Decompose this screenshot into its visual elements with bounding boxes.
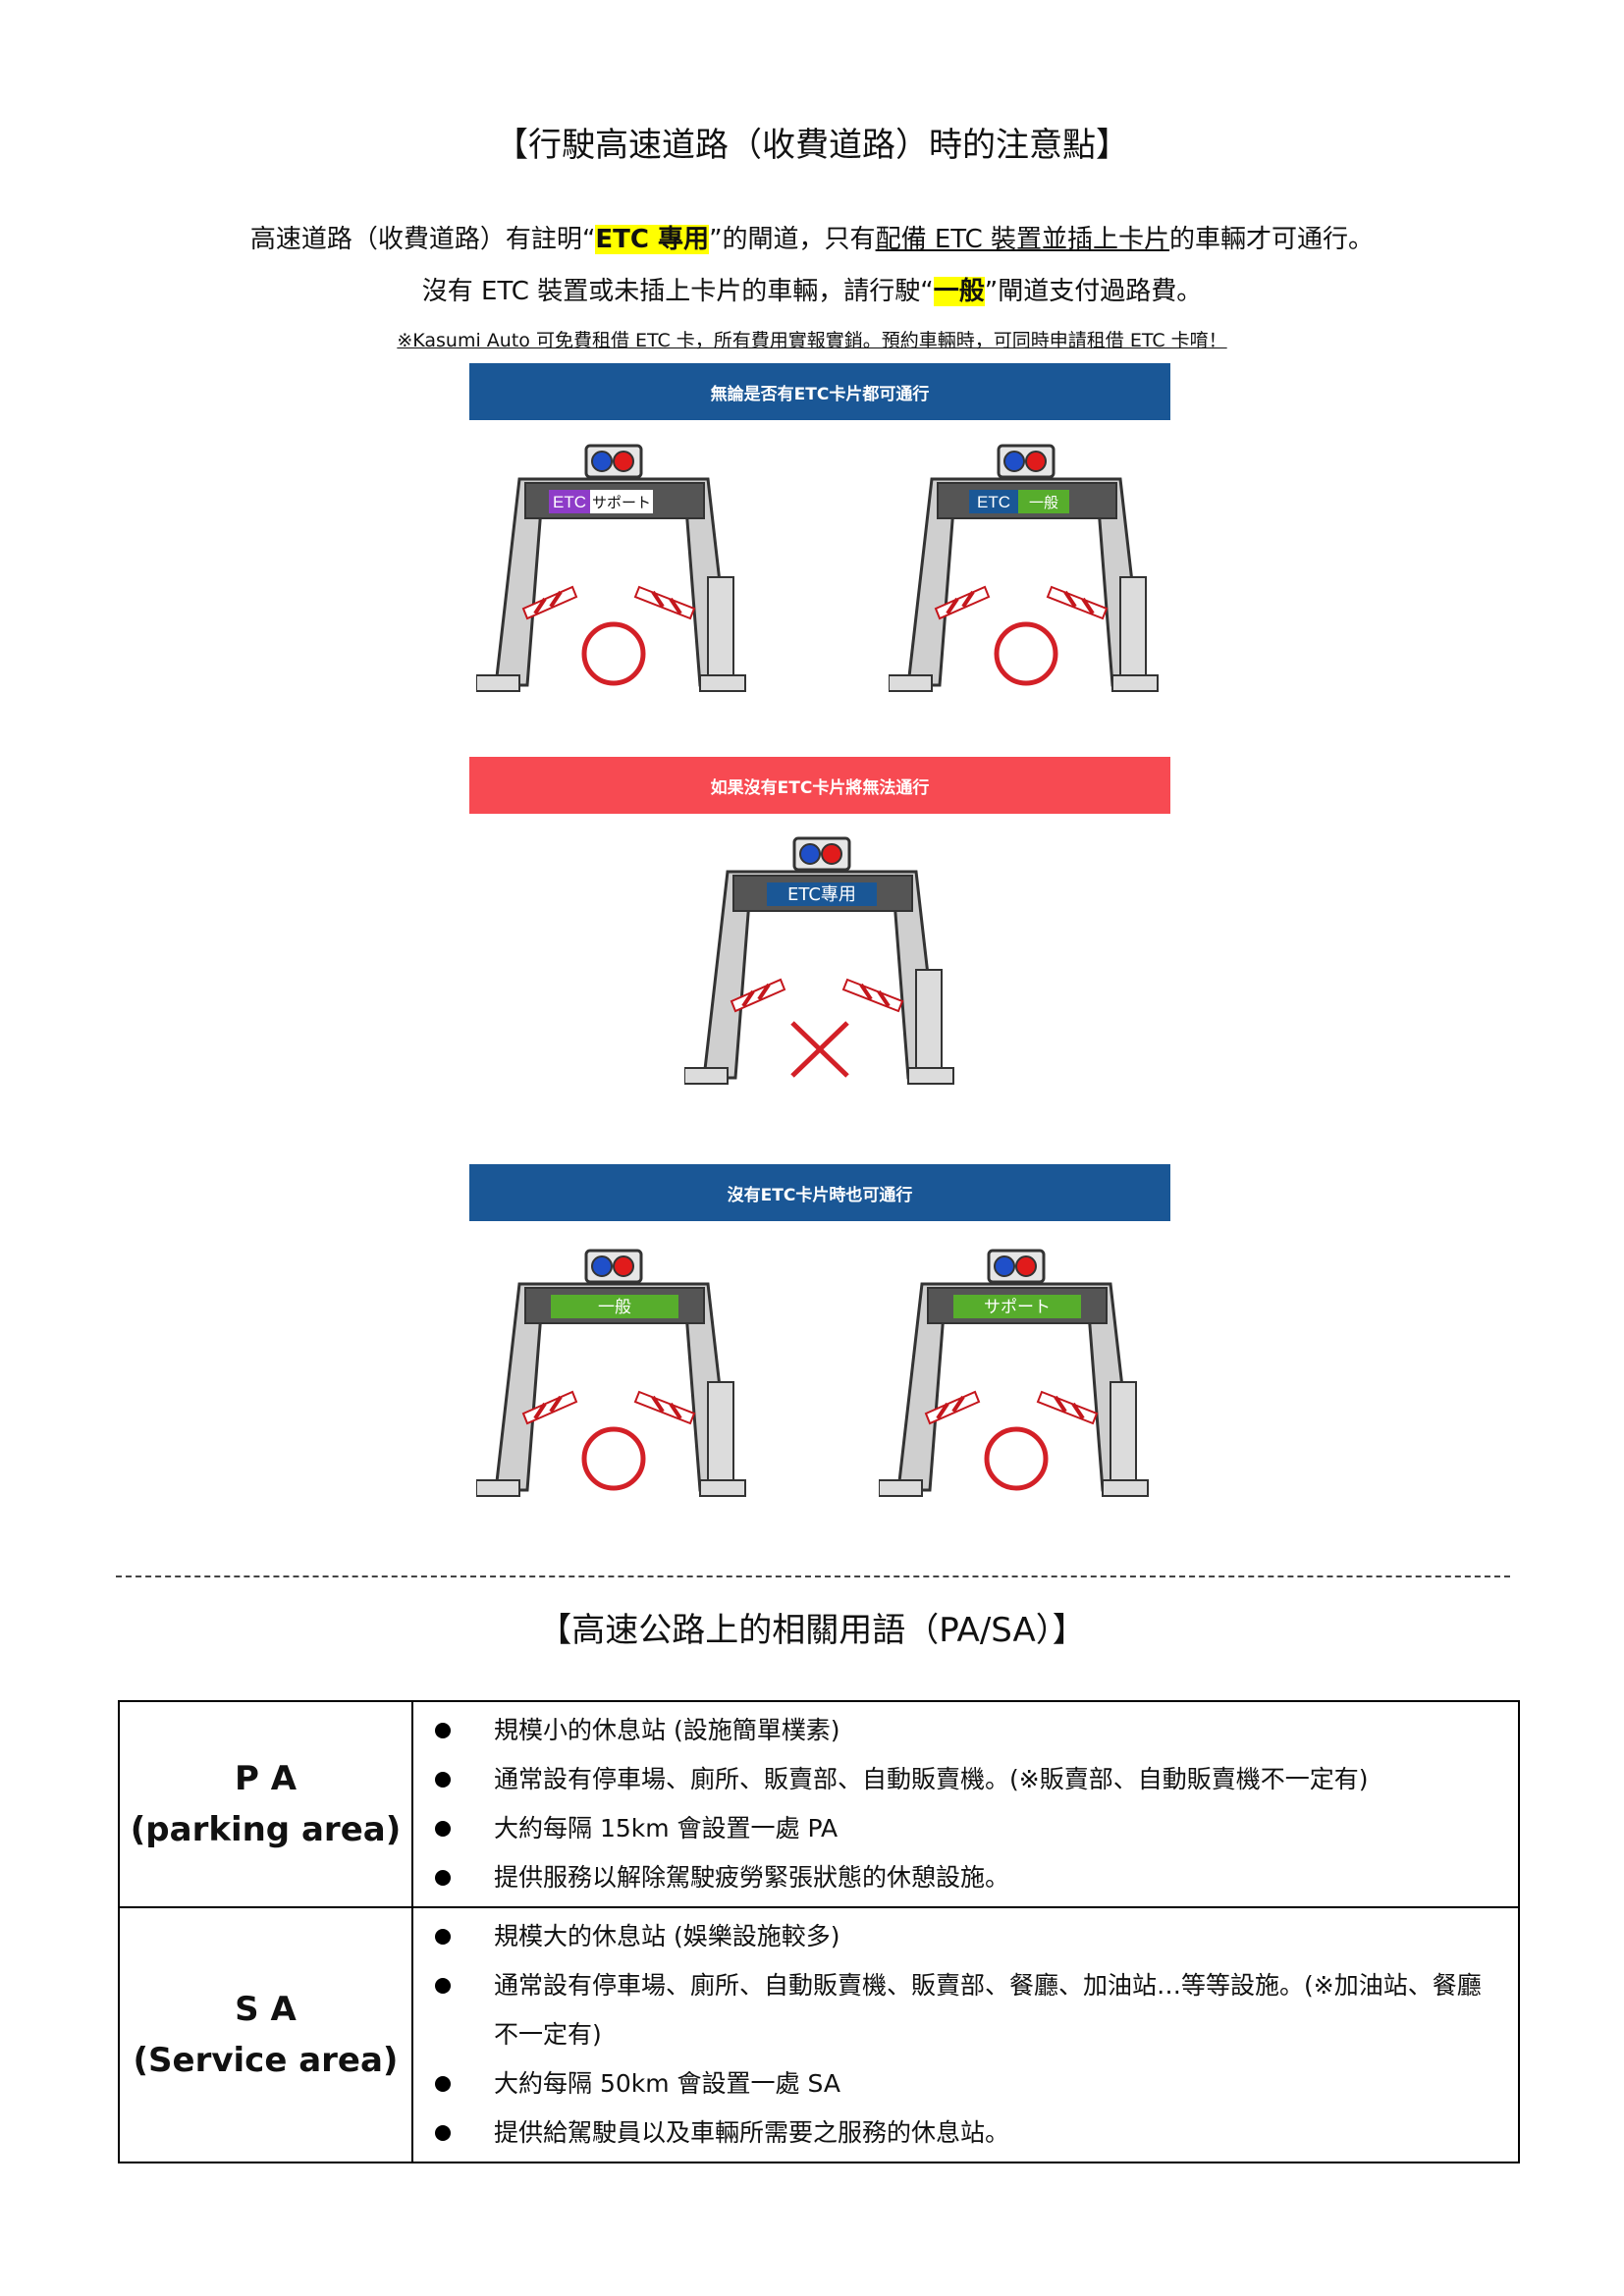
barrier-arms [521,1390,696,1425]
list-item: 規模大的休息站 (娛樂設施較多) [425,1912,1498,1961]
sa-item-text: 規模大的休息站 (娛樂設施較多) [494,1922,840,1950]
table-row-pa: P A (parking area) 規模小的休息站 (設施簡單樸素) 通常設有… [118,1700,1520,1908]
sa-item-text: 通常設有停車場、廁所、自動販賣機、販賣部、餐廳、加油站…等等設施。(※加油站、餐… [494,1971,1482,2049]
pa-name: (parking area) [130,1810,402,1849]
gate1-right-label: サポート [592,494,651,511]
l2-qopen: “ [920,277,934,306]
list-item: 規模小的休息站 (設施簡單樸素) [425,1706,1498,1755]
gate-general: 一般 [476,1249,746,1497]
banner-pass-any: 無論是否有ETC卡片都可通行 [469,363,1170,420]
gate-etc-support: ETC サポート [476,444,746,692]
barrier-arms [730,978,904,1013]
gate4-label: 一般 [598,1298,631,1317]
barrier-arms [924,1390,1099,1425]
list-item: 提供服務以解除駕駛疲勞緊張狀態的休憩設施。 [425,1853,1498,1902]
bullet-icon [435,2125,451,2141]
pa-code: P A [234,1759,298,1798]
gate-frame [476,444,746,692]
support-green-sign [953,1295,1081,1318]
section-title-toll-road: 【行駛高速道路（收費道路）時的注意點】 [495,126,1129,165]
gate2-right-label: 一般 [1029,494,1058,511]
sa-content-cell: 規模大的休息站 (娛樂設施較多) 通常設有停車場、廁所、自動販賣機、販賣部、餐廳… [411,1906,1520,2163]
l1-mid: 的閘道，只有 [722,225,876,254]
pa-sa-table: P A (parking area) 規模小的休息站 (設施簡單樸素) 通常設有… [118,1700,1520,2163]
sa-code: S A [235,1990,297,2029]
general-green-sign [551,1295,678,1318]
l1-before: 高速道路（收費道路）有註明 [249,225,582,254]
pa-list: 規模小的休息站 (設施簡單樸素) 通常設有停車場、廁所、販賣部、自動販賣機。(※… [425,1706,1498,1902]
sa-item-text: 大約每隔 50km 會設置一處 SA [494,2069,840,2098]
section-divider [116,1575,1510,1577]
etc-purple-sign [549,490,590,513]
section-title-pa-sa: 【高速公路上的相關用語（PA/SA）】 [538,1611,1086,1650]
bullet-icon [435,1929,451,1945]
etc-rental-note: ※Kasumi Auto 可免費租借 ETC 卡，所有費用實報實銷。預約車輛時，… [397,330,1227,351]
list-item: 大約每隔 50km 會設置一處 SA [425,2059,1498,2109]
gate-frame [879,1249,1149,1497]
general-lane-highlight: 一般 [933,277,985,306]
gate-frame [889,444,1159,692]
barrier-arms [934,585,1109,620]
pa-item-text: 規模小的休息站 (設施簡單樸素) [494,1716,840,1744]
gate2-left-label: ETC [977,493,1010,511]
l1-qclose: ” [709,225,723,254]
sa-name: (Service area) [133,2041,399,2080]
bullet-icon [435,1723,451,1738]
gate-etc-only: ETC專用 [684,836,954,1085]
gate3-label: ETC專用 [787,884,856,905]
ok-circle-icon [984,1426,1049,1491]
gate-frame [476,1249,746,1497]
l1-underlined: 配備 ETC 裝置並插上卡片 [875,225,1170,254]
gate-support: サポート [879,1249,1149,1497]
ok-circle-icon [581,1426,646,1491]
l2-qclose: ” [984,277,999,306]
pa-item-text: 提供服務以解除駕駛疲勞緊張狀態的休憩設施。 [494,1863,1010,1892]
list-item: 通常設有停車場、廁所、自動販賣機、販賣部、餐廳、加油站…等等設施。(※加油站、餐… [425,1961,1498,2059]
support-sign [590,490,653,513]
intro-line-2: 沒有 ETC 裝置或未插上卡片的車輛，請行駛“一般”閘道支付過路費。 [0,271,1624,307]
etc-blue-sign [969,490,1018,513]
general-green-sign [1018,490,1069,513]
banner-no-card-blocked: 如果沒有ETC卡片將無法通行 [469,757,1170,814]
l1-qopen: “ [581,225,596,254]
ok-circle-icon [994,621,1058,686]
gate1-left-label: ETC [553,493,586,511]
banner-pass-without-card: 沒有ETC卡片時也可通行 [469,1164,1170,1221]
sa-label-cell: S A (Service area) [118,1906,413,2163]
l2-before: 沒有 ETC 裝置或未插上卡片的車輛，請行駛 [421,277,921,306]
list-item: 提供給駕駛員以及車輛所需要之服務的休息站。 [425,2109,1498,2158]
l1-after: 的車輛才可通行。 [1169,225,1375,254]
table-row-sa: S A (Service area) 規模大的休息站 (娛樂設施較多) 通常設有… [118,1906,1520,2163]
sa-item-text: 提供給駕駛員以及車輛所需要之服務的休息站。 [494,2118,1010,2147]
pa-item-text: 通常設有停車場、廁所、販賣部、自動販賣機。(※販賣部、自動販賣機不一定有) [494,1765,1369,1793]
intro-line-1: 高速道路（收費道路）有註明“ETC 專用”的閘道，只有配備 ETC 裝置並插上卡… [0,219,1624,255]
pa-item-text: 大約每隔 15km 會設置一處 PA [494,1814,839,1842]
barrier-arms [521,585,696,620]
sa-list: 規模大的休息站 (娛樂設施較多) 通常設有停車場、廁所、自動販賣機、販賣部、餐廳… [425,1912,1498,2158]
l2-after: 閘道支付過路費。 [998,277,1203,306]
gate-etc-general: ETC 一般 [889,444,1159,692]
gate5-label: サポート [984,1298,1051,1317]
pa-content-cell: 規模小的休息站 (設施簡單樸素) 通常設有停車場、廁所、販賣部、自動販賣機。(※… [411,1700,1520,1908]
etc-only-highlight: ETC 專用 [595,225,710,254]
bullet-icon [435,1870,451,1886]
etc-only-sign [767,882,877,906]
list-item: 通常設有停車場、廁所、販賣部、自動販賣機。(※販賣部、自動販賣機不一定有) [425,1755,1498,1804]
ng-cross-icon [790,1021,849,1078]
pa-label-cell: P A (parking area) [118,1700,413,1908]
bullet-icon [435,1772,451,1788]
ok-circle-icon [581,621,646,686]
bullet-icon [435,1978,451,1994]
bullet-icon [435,1821,451,1837]
bullet-icon [435,2076,451,2092]
list-item: 大約每隔 15km 會設置一處 PA [425,1804,1498,1853]
